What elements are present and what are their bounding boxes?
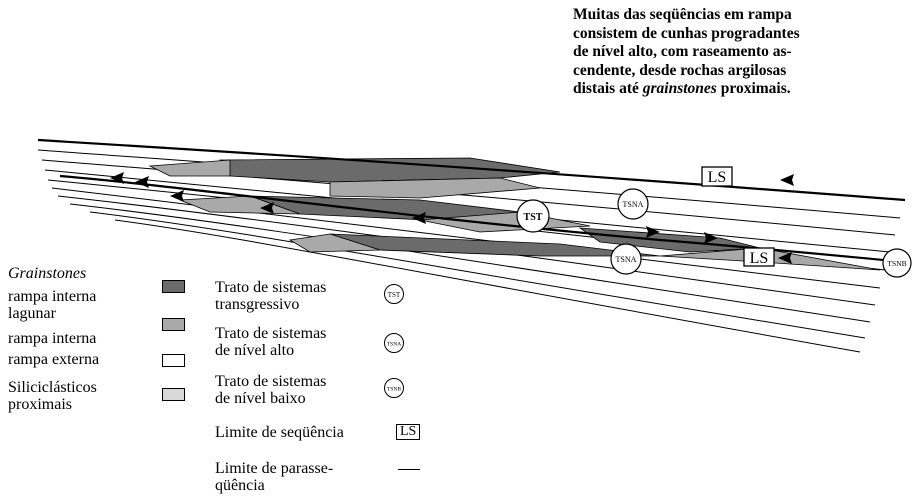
legend-rampa-externa-label: rampa externa [8,351,100,368]
legend-ls-label: Limite de seqüência [215,424,344,441]
caption-line-3: de nível alto, com raseamento as- [573,43,792,60]
tsnb-icon: TSNB [383,377,405,399]
legend-siliciclasticos-label: Siliciclásticos proximais [8,379,97,413]
svg-text:TSNA: TSNA [616,255,637,264]
swatch-rampa-externa [162,354,185,367]
svg-text:TSNA: TSNA [623,200,644,209]
tst-marker: TST [516,199,550,233]
tst-icon: TST [383,283,405,305]
svg-text:LS: LS [708,169,727,186]
legend-grainstones-label: Grainstones [8,265,87,282]
svg-text:TST: TST [524,212,543,223]
tsna-icon: TSNA [383,332,405,354]
tsnb-marker: TSNB [882,248,912,278]
svg-text:TSNB: TSNB [887,259,906,268]
parasequence-line-icon [398,469,420,470]
ls-mid-marker: LS [743,247,775,267]
ls-icon: LS [396,424,421,440]
flow-arrows [110,172,794,264]
legend-tsna-label: Trato de sistemas de nível alto [215,325,327,359]
legend-rampa-interna-label: rampa interna [8,330,97,347]
caption-line-5: distais até grainstones proximais. [573,80,791,97]
swatch-grainstones [162,280,185,293]
legend-tsnb-label: Trato de sistemas de nível baixo [215,373,327,407]
svg-text:TST: TST [388,291,401,299]
swatch-rampa-interna-lagunar [162,318,185,331]
figure-caption: Muitas das seqüências em rampa consistem… [573,6,873,99]
tsna-lower-marker: TSNA [610,243,642,275]
tsna-upper-marker: TSNA [617,188,649,220]
svg-text:TSNB: TSNB [387,387,401,393]
legend-parasequence-label: Limite de parasse- qüência [215,460,334,494]
svg-text:TSNA: TSNA [387,342,401,348]
caption-line-4: cendente, desde rochas argilosas [573,61,787,79]
caption-line-2: consistem de cunhas progradantes [573,24,800,42]
legend-tst-label: Trato de sistemas transgressivo [215,279,327,313]
svg-text:LS: LS [750,250,769,267]
swatch-siliciclasticos [162,388,185,401]
ls-top-marker: LS [701,166,733,187]
legend-rampa-interna-lagunar-label: rampa interna lagunar [8,288,97,322]
caption-line-1: Muitas das seqüências em rampa [573,6,792,23]
